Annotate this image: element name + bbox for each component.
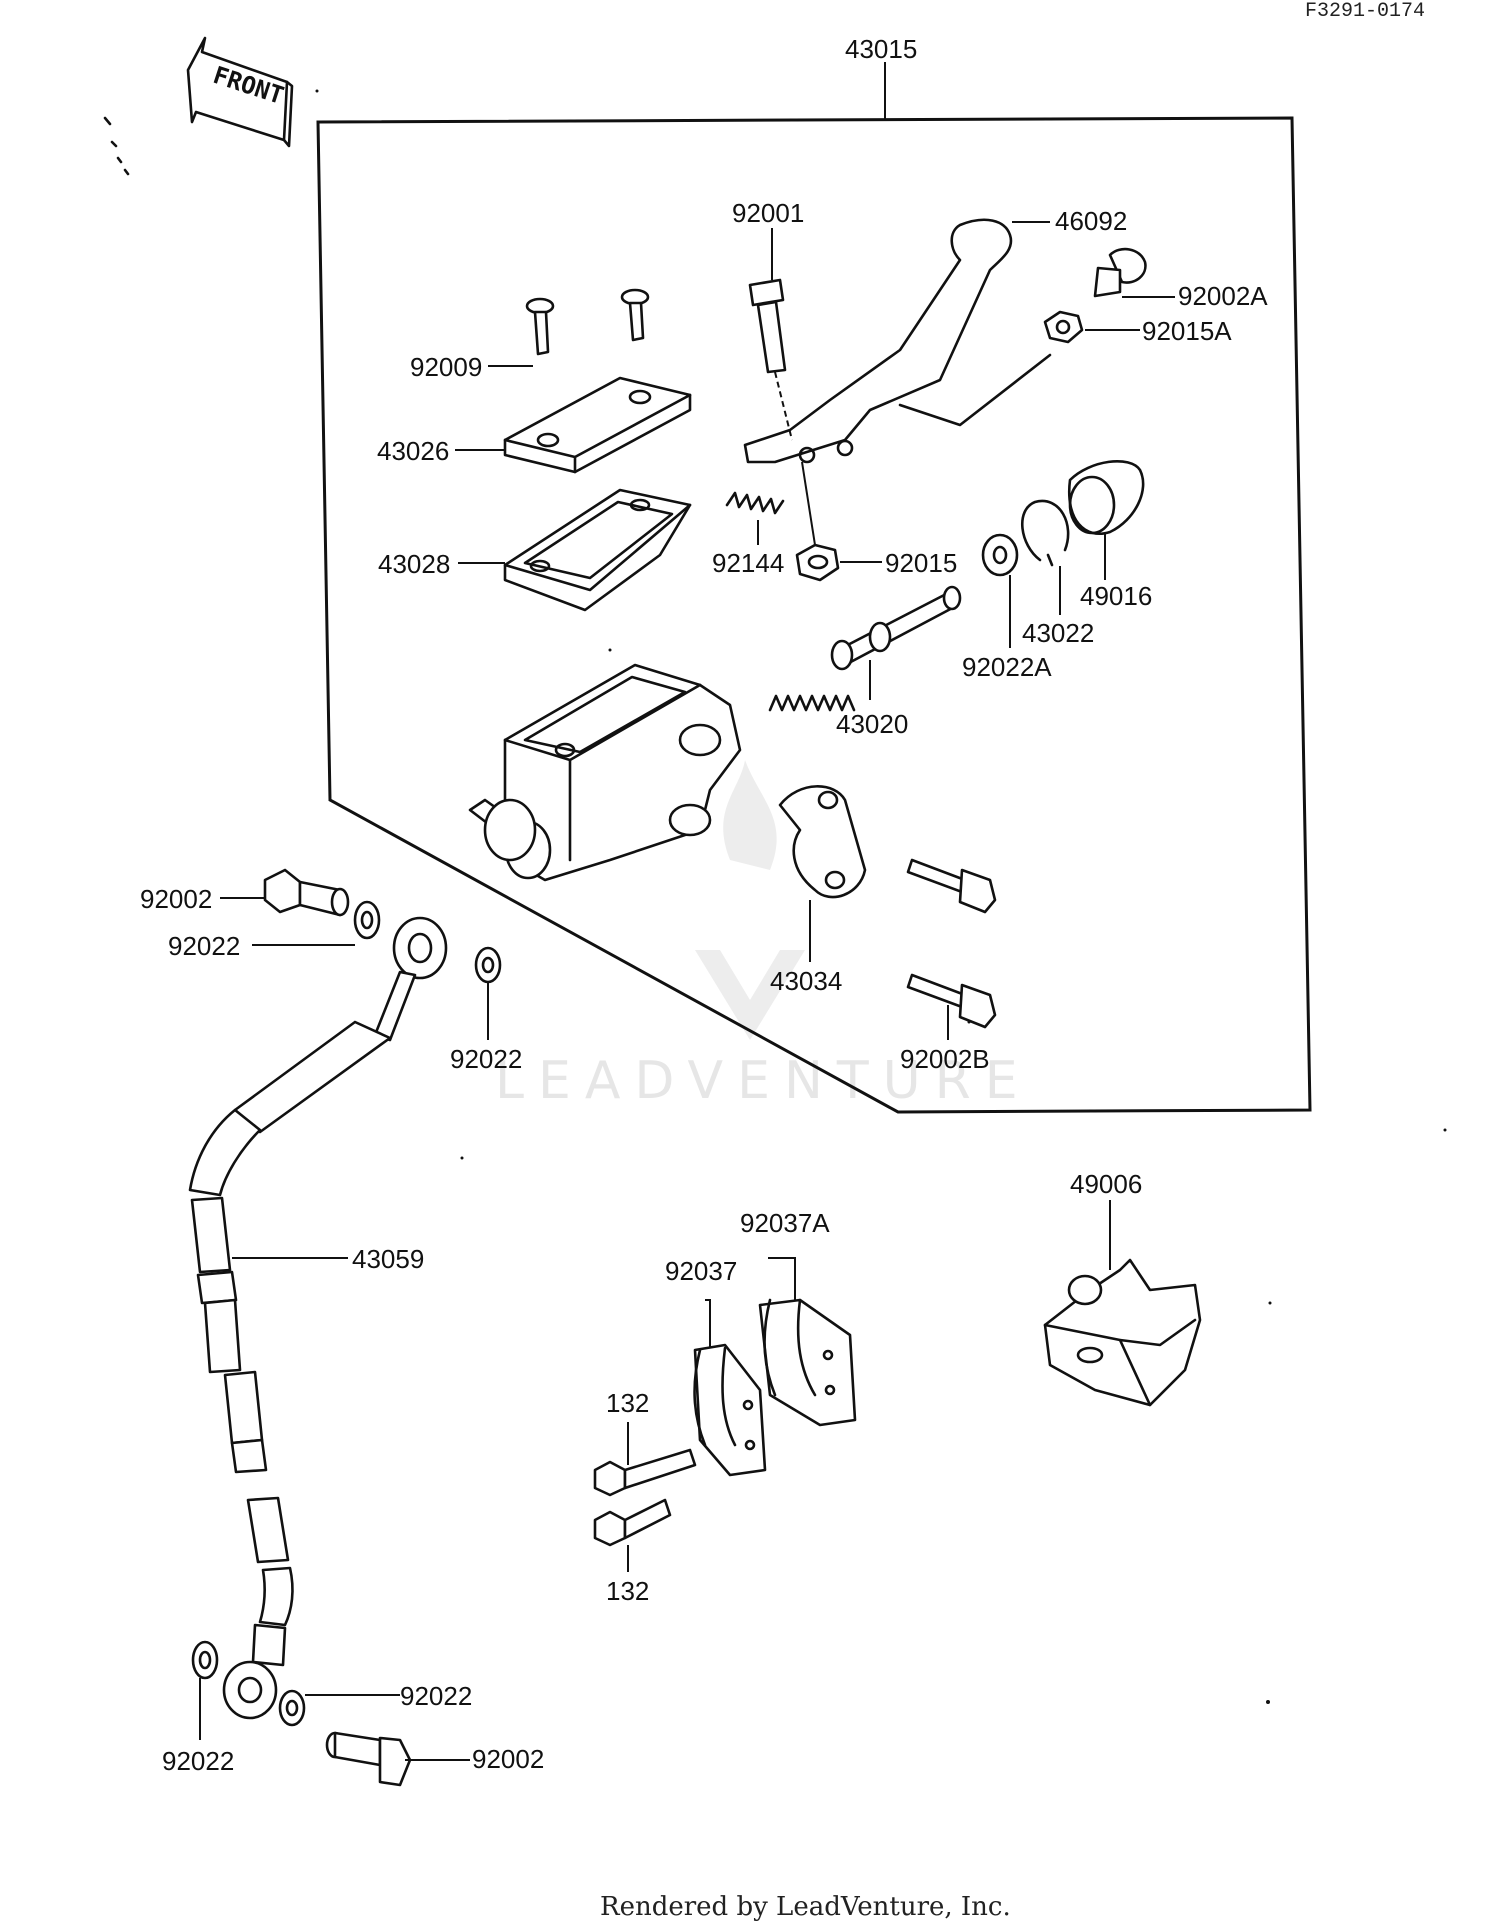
washer-92022A (981, 533, 1019, 577)
label-92022-d: 92022 (162, 1746, 234, 1776)
label-92022-a: 92022 (168, 931, 240, 961)
label-43026: 43026 (377, 436, 449, 466)
cover-screws (525, 288, 650, 356)
label-92015A: 92015A (1142, 316, 1232, 346)
washer-upper-left (353, 900, 381, 940)
label-49016: 49016 (1080, 581, 1152, 611)
label-92002B: 92002B (900, 1044, 990, 1074)
label-43034: 43034 (770, 966, 842, 996)
pivot-bolt (748, 278, 787, 374)
nut-92015 (795, 543, 840, 582)
label-92022-c: 92022 (400, 1681, 472, 1711)
bracket-92037A (758, 1298, 857, 1427)
leader-92037 (705, 1299, 711, 1348)
washer-bottom-right (278, 1689, 306, 1727)
label-43059: 43059 (352, 1244, 424, 1274)
reservoir-cover (503, 376, 692, 474)
label-46092: 46092 (1055, 206, 1127, 236)
banjo-bolt-bottom (325, 1731, 412, 1787)
reference-code: F3291-0174 (1305, 0, 1425, 23)
label-92002A: 92002A (1178, 281, 1268, 311)
label-132-bottom: 132 (606, 1576, 649, 1606)
piston-kit (768, 585, 962, 712)
label-43028: 43028 (378, 549, 450, 579)
label-92037A: 92037A (740, 1208, 830, 1238)
label-92001: 92001 (732, 198, 804, 228)
brake-lever (743, 218, 1052, 464)
clamp-bolts (906, 858, 997, 1029)
watermark-logo: LEADVENTURE (495, 760, 1032, 1111)
label-92002-bottom: 92002 (472, 1744, 544, 1774)
master-cylinder-body (468, 663, 742, 882)
assembly-outline (316, 116, 1312, 1114)
axis-line-pivot (774, 371, 793, 441)
label-132-top: 132 (606, 1388, 649, 1418)
circlip (1021, 499, 1070, 567)
handlebar-clamp (778, 785, 867, 899)
reservoir-diaphragm (503, 488, 692, 612)
bolt-92002A (1093, 247, 1147, 298)
stray-marks (103, 116, 130, 176)
small-spring (725, 491, 785, 515)
bracket-92037 (693, 1343, 767, 1477)
label-92022-b: 92022 (450, 1044, 522, 1074)
leader-lever-nut (801, 461, 816, 546)
label-92009: 92009 (410, 352, 482, 382)
label-43020: 43020 (836, 709, 908, 739)
label-43015: 43015 (845, 34, 917, 64)
label-92015: 92015 (885, 548, 957, 578)
label-92002-top: 92002 (140, 884, 212, 914)
label-92022A: 92022A (962, 652, 1052, 682)
front-arrow-icon: FRONT (186, 36, 294, 148)
leader-92037A (768, 1257, 796, 1300)
label-92144: 92144 (712, 548, 784, 578)
washer-bottom-left (191, 1640, 219, 1680)
brake-hose (188, 916, 448, 1720)
bracket-bolts (593, 1448, 697, 1547)
nut-92015A (1043, 310, 1084, 344)
watermark-text: LEADVENTURE (495, 1051, 1032, 1111)
stray-dots (315, 89, 1447, 1704)
footer-credit: Rendered by LeadVenture, Inc. (600, 1892, 1011, 1922)
label-49006: 49006 (1070, 1169, 1142, 1199)
label-92037: 92037 (665, 1256, 737, 1286)
washer-upper-right (474, 946, 502, 984)
master-cylinder-cover (1043, 1258, 1202, 1407)
dust-boot (1067, 459, 1145, 535)
banjo-bolt-top (263, 868, 350, 917)
label-43022: 43022 (1022, 618, 1094, 648)
